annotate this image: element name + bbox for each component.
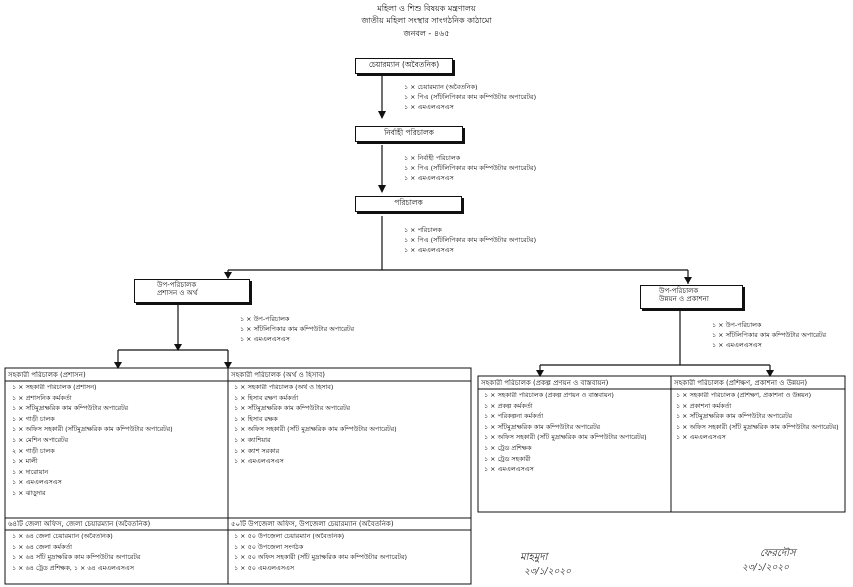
- ad-project-staff-list: ১ × সহকারী পরিচালক (প্রকল্প প্রণয়ন ও বা…: [484, 392, 669, 477]
- list-item: ১ × ৬৪ জেলা চেয়ারম্যান (অবৈতনিক): [12, 533, 113, 540]
- list-item: ১ × সহকারী পরিচালক (অর্থ ও হিসাব): [234, 384, 334, 391]
- district-offices-staff-list: ১ × ৬৪ জেলা চেয়ারম্যান (অবৈতনিক) ১ × ৬৪…: [12, 533, 226, 575]
- organization-title: জাতীয় মহিলা সংস্থার সাংগঠনিক কাঠামো: [361, 16, 492, 25]
- staff-item: ১ × উপ-পরিচালক: [240, 315, 290, 323]
- deputy-director-admin-title: উপ-পরিচালক: [157, 281, 197, 289]
- list-item: ১ × অফিস সহকারী (সাঁট মুদ্রাক্ষরিক কাম ক…: [676, 422, 839, 431]
- staff-item: ১ × চেয়ারম্যান (অবৈতনিক): [404, 83, 478, 91]
- list-item: ১ × সাঁটমুদ্রাক্ষরিক কাম কম্পিউটার অপারে…: [676, 412, 793, 421]
- left-signature: মাহমুদা: [520, 552, 548, 563]
- list-item: ১ × ৬৪ ট্রেড প্রশিক্ষক, ১ × ৬৪ এমএলএসএস: [12, 563, 134, 572]
- deputy-director-development-box: উপ-পরিচালক উন্নয়ন ও প্রকাশনা: [640, 285, 743, 309]
- ad-admin-header: সহকারী পরিচালক (প্রশাসন): [8, 371, 86, 379]
- list-item: ১ × এমএলএসএস: [676, 433, 726, 442]
- chairman-box: চেয়ারম্যান (অবৈতনিক): [355, 58, 453, 74]
- staff-item: ১ × এমএলএসএস: [404, 102, 454, 111]
- ad-training-header: সহকারী পরিচালক (প্রশিক্ষণ, প্রকাশনা ও উন…: [674, 379, 808, 387]
- director-staff-list: ১ × পরিচালক ১ × পিএ (সাঁটলিপিকার কাম কম্…: [404, 226, 537, 256]
- list-item: ১ × ক্যাশ সরকার: [234, 446, 280, 455]
- staff-item: ১ × উপ-পরিচালক: [712, 321, 762, 329]
- chairman-title: চেয়ারম্যান (অবৈতনিক): [368, 60, 440, 69]
- deputy-director-admin-box: উপ-পরিচালক প্রশাসন ও অর্থ: [134, 279, 250, 303]
- manpower-total: জনবল - ৪৬৫: [403, 29, 450, 38]
- staff-item: ১ × পিএ (সাঁটলিপিকার কাম কম্পিউটার অপারে…: [404, 92, 537, 101]
- staff-item: ১ × পিএ (সাঁটলিপিকার কাম কম্পিউটার অপারে…: [404, 163, 537, 172]
- list-item: ১ × প্রকাশনা কর্মকর্তা: [676, 401, 732, 410]
- list-item: ১ × ট্রেড প্রশিক্ষক: [484, 443, 532, 452]
- list-item: ১ × সাঁটমুদ্রাক্ষরিক কাম কম্পিউটার অপারে…: [484, 422, 601, 431]
- deputy-director-admin-staff-list: ১ × উপ-পরিচালক ১ × সাঁটলিপিকার কাম কম্পি…: [240, 315, 355, 345]
- list-item: ১ × ৫০ এমএলএসএস: [234, 563, 295, 572]
- list-item: ১ × সহকারী পরিচালক (প্রশাসন): [12, 384, 97, 391]
- list-item: ১ × ৬৪ জেলা কর্মকর্তা: [12, 542, 72, 551]
- list-item: ১ × প্রশাসনিক কর্মকর্তা: [12, 393, 72, 402]
- list-item: ১ × সাঁটমুদ্রাক্ষরিক কাম কম্পিউটার অপারে…: [12, 404, 129, 413]
- list-item: ১ × এমএলএসএস: [12, 478, 62, 487]
- right-signature-date: ২৩/১/২০২০: [742, 563, 790, 573]
- list-item: ১ × দারোয়ান: [12, 467, 49, 476]
- list-item: ১ × হিসাব রক্ষণ কর্মকর্তা: [234, 393, 299, 402]
- list-item: ২ × গাড়ী চালক: [12, 446, 55, 455]
- chairman-staff-list: ১ × চেয়ারম্যান (অবৈতনিক) ১ × পিএ (সাঁটল…: [404, 83, 537, 113]
- list-item: ১ × সহকারী পরিচালক (প্রশিক্ষণ, প্রকাশনা …: [676, 392, 812, 399]
- staff-item: ১ × এমএলএসএস: [404, 173, 454, 182]
- list-item: ১ × সহকারী পরিচালক (প্রকল্প প্রণয়ন ও বা…: [484, 392, 614, 399]
- list-item: ১ × এমএলএসএস: [234, 457, 284, 466]
- list-item: ১ × ৬৪ সাঁট মুদ্রাক্ষরিক কাম কম্পিউটার অ…: [12, 553, 141, 562]
- deputy-director-development-staff-list: ১ × উপ-পরিচালক ১ × সাঁটলিপিকার কাম কম্পি…: [712, 321, 827, 351]
- ministry-title: মহিলা ও শিশু বিষয়ক মন্ত্রণালয়: [377, 4, 476, 13]
- right-signature: ফেরদৌস: [760, 548, 796, 559]
- left-signature-date: ২৩/১/২০২০: [524, 567, 572, 577]
- list-item: ১ × অফিস সহকারী (সাঁট মুদ্রাক্ষরিক কাম ক…: [234, 425, 397, 434]
- executive-director-title: নির্বাহী পরিচালক: [384, 128, 434, 137]
- list-item: ১ × প্রকল্প কর্মকর্তা: [484, 401, 533, 410]
- list-item: ১ × গাড়ী চালক: [12, 414, 55, 423]
- staff-item: ১ × পরিচালক: [404, 226, 442, 234]
- list-item: ১ × ঝাড়ুদার: [12, 488, 46, 497]
- director-box: পরিচালক: [355, 196, 462, 212]
- list-item: ১ × অফিস সহকারী (সাঁট মুদ্রাক্ষরিক কাম ক…: [484, 433, 647, 442]
- executive-director-staff-list: ১ × নির্বাহী পরিচালক ১ × পিএ (সাঁটলিপিকা…: [404, 154, 537, 184]
- ad-project-header: সহকারী পরিচালক (প্রকল্প প্রণয়ন ও বাস্তব…: [481, 379, 609, 387]
- staff-item: ১ × এমএলএসএস: [240, 334, 290, 343]
- upazila-offices-header: ৫০টি উপজেলা অফিস, উপজেলা চেয়ারম্যান (অব…: [231, 520, 394, 528]
- staff-item: ১ × সাঁটলিপিকার কাম কম্পিউটার অপারেটর: [240, 324, 355, 333]
- list-item: ১ × মেশিন অপারেটর: [12, 435, 68, 444]
- ad-admin-staff-list: ১ × সহকারী পরিচালক (প্রশাসন) ১ × প্রশাসন…: [12, 384, 226, 501]
- ad-finance-header: সহকারী পরিচালক (অর্থ ও হিসাব): [231, 371, 325, 379]
- upazila-offices-staff-list: ১ × ৫০ উপজেলা চেয়ারম্যান (অবৈতনিক) ১ × …: [234, 533, 469, 575]
- list-item: ১ × পরিকল্পনা কর্মকর্তা: [484, 412, 544, 421]
- staff-item: ১ × নির্বাহী পরিচালক: [404, 154, 461, 162]
- staff-item: ১ × সাঁটলিপিকার কাম কম্পিউটার অপারেটর: [712, 330, 827, 339]
- deputy-director-development-title: উপ-পরিচালক: [659, 287, 699, 295]
- district-offices-header: ৬৪টি জেলা অফিস, জেলা চেয়ারম্যান (অবৈতনি…: [8, 520, 151, 528]
- deputy-director-development-section: উন্নয়ন ও প্রকাশনা: [659, 295, 709, 304]
- list-item: ১ × এমএলএসএস: [484, 465, 534, 474]
- staff-item: ১ × পিএ (সাঁটলিপিকার কাম কম্পিউটার অপারে…: [404, 235, 537, 244]
- list-item: ১ × ক্যাশিয়ার: [234, 435, 271, 444]
- ad-finance-staff-list: ১ × সহকারী পরিচালক (অর্থ ও হিসাব) ১ × হি…: [234, 384, 469, 469]
- staff-item: ১ × এমএলএসএস: [404, 245, 454, 254]
- list-item: ১ × সাঁটমুদ্রাক্ষরিক কাম কম্পিউটার অপারে…: [234, 404, 351, 413]
- list-item: ১ × ৫০ অফিস সহকারী (সাঁট মুদ্রাক্ষরিক কা…: [234, 553, 407, 562]
- director-title: পরিচালক: [394, 198, 423, 207]
- list-item: ১ × ৫০ উপজেলা সংগঠক: [234, 542, 304, 551]
- staff-item: ১ × এমএলএসএস: [712, 340, 762, 349]
- deputy-director-admin-section: প্রশাসন ও অর্থ: [157, 289, 198, 298]
- list-item: ১ × অফিস সহকারী (সাঁটমুদ্রাক্ষরিক কাম কম…: [12, 425, 173, 434]
- list-item: ১ × মালী: [12, 457, 38, 466]
- list-item: ১ × হিসাব রক্ষক: [234, 414, 278, 423]
- ad-training-staff-list: ১ × সহকারী পরিচালক (প্রশিক্ষণ, প্রকাশনা …: [676, 392, 844, 445]
- list-item: ১ × ৫০ উপজেলা চেয়ারম্যান (অবৈতনিক): [234, 533, 345, 540]
- list-item: ১ × ট্রেড সহকারী: [484, 454, 531, 463]
- executive-director-box: নির্বাহী পরিচালক: [355, 126, 463, 142]
